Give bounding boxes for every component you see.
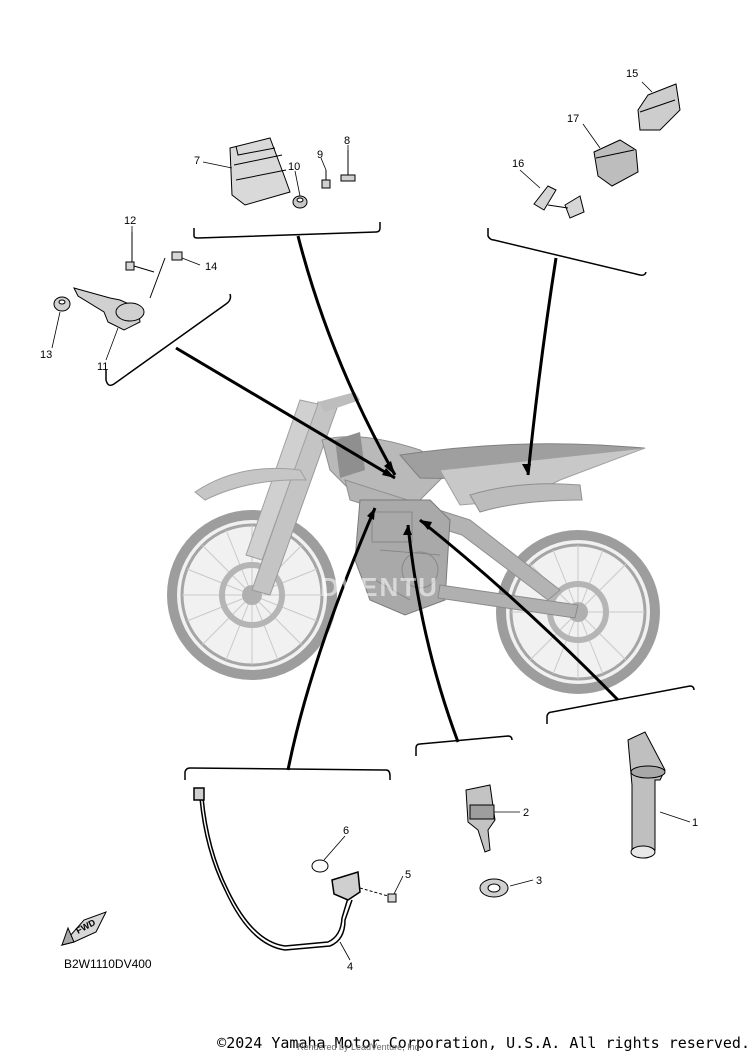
part-10-grommet-icon[interactable] [292, 195, 308, 209]
part-6-o-ring-icon[interactable] [311, 859, 329, 873]
copyright-notice: ©2024 Yamaha Motor Corporation, U.S.A. A… [217, 1034, 750, 1052]
part-5-bolt-icon[interactable] [359, 887, 397, 903]
callout-4: 4 [347, 961, 353, 973]
callout-17: 17 [567, 113, 579, 125]
bracket-top-center [193, 222, 381, 239]
part-8-bolt-icon[interactable] [340, 150, 356, 182]
callout-5: 5 [405, 869, 411, 881]
part-13-damper-icon[interactable] [53, 296, 71, 312]
callout-9: 9 [317, 149, 323, 161]
part-15-module-icon[interactable] [637, 83, 681, 131]
callout-6: 6 [343, 825, 349, 837]
bracket-top-right [487, 228, 647, 276]
callout-13: 13 [40, 349, 52, 361]
callout-16: 16 [512, 158, 524, 170]
bracket-left [105, 293, 232, 387]
leader-lines [175, 235, 620, 771]
motorcycle-illustration [167, 392, 660, 694]
callout-11: 11 [97, 361, 108, 373]
callout-2: 2 [523, 807, 529, 819]
part-17-box-icon[interactable] [593, 139, 639, 187]
callout-12: 12 [124, 215, 136, 227]
callout-14: 14 [205, 261, 217, 273]
callout-15: 15 [626, 68, 638, 80]
rear-wheel [496, 530, 660, 694]
part-11-relay-icon[interactable] [73, 287, 145, 331]
callout-7: 7 [194, 155, 200, 167]
callout-3: 3 [536, 875, 542, 887]
part-1-ignition-coil-icon[interactable] [627, 731, 666, 859]
part-4-wire-harness-icon[interactable] [193, 787, 361, 951]
part-16-bracket-icon[interactable] [533, 185, 585, 219]
callout-labels: 1 2 3 4 5 6 7 8 9 10 11 12 13 14 15 16 1… [40, 68, 698, 973]
callout-pointers [51, 81, 691, 961]
bracket-bottom-right [546, 685, 695, 724]
rendered-by-notice: Rendered by LeadVenture, Inc. [297, 1042, 422, 1052]
part-9-bolt-icon[interactable] [321, 170, 331, 189]
callout-10: 10 [288, 161, 300, 173]
callout-8: 8 [344, 135, 350, 147]
part-14-screw-icon[interactable] [149, 251, 183, 299]
fwd-arrow-icon: FWD [60, 911, 108, 946]
part-2-sensor-icon[interactable] [465, 784, 496, 853]
diagram-code: B2W1110DV400 [64, 957, 152, 971]
part-7-ecu-icon[interactable] [229, 137, 291, 206]
leader-arrowheads [367, 461, 531, 535]
part-3-washer-icon[interactable] [479, 878, 509, 898]
watermark: DVENTU [320, 572, 439, 602]
bracket-bottom-center [415, 735, 513, 756]
front-wheel [167, 510, 337, 680]
callout-1: 1 [692, 817, 698, 829]
part-12-clip-icon[interactable] [125, 232, 155, 273]
